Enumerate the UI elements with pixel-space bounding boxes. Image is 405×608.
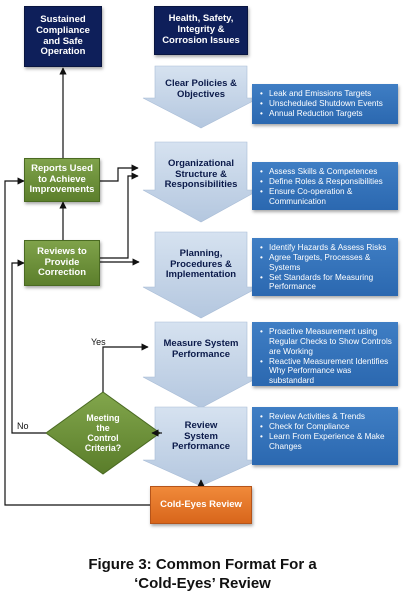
bullet: Assess Skills & Competences bbox=[260, 167, 392, 177]
panel-organizational-structure: Assess Skills & Competences Define Roles… bbox=[252, 162, 398, 210]
chevron-column bbox=[142, 65, 260, 487]
bullet: Check for Compliance bbox=[260, 422, 392, 432]
step-label-organizational-structure: Organizational Structure & Responsibilit… bbox=[164, 157, 238, 191]
panel-measure: Proactive Measurement using Regular Chec… bbox=[252, 322, 398, 386]
yes-label: Yes bbox=[91, 337, 106, 347]
panel-review: Review Activities & Trends Check for Com… bbox=[252, 407, 398, 465]
step-label-measure: Measure System Performance bbox=[163, 338, 239, 360]
bullet: Proactive Measurement using Regular Chec… bbox=[260, 327, 392, 357]
bullet: Agree Targets, Processes & Systems bbox=[260, 253, 392, 273]
health-safety-issues-box: Health, Safety, Integrity & Corrosion Is… bbox=[154, 6, 248, 55]
sustained-compliance-box: Sustained Compliance and Safe Operation bbox=[24, 6, 102, 67]
bullet: Review Activities & Trends bbox=[260, 412, 392, 422]
panel-planning: Identify Hazards & Assess Risks Agree Ta… bbox=[252, 238, 398, 296]
panel-clear-policies: Leak and Emissions Targets Unscheduled S… bbox=[252, 84, 398, 124]
cold-eyes-review-box: Cold-Eyes Review bbox=[150, 486, 252, 524]
step-label-planning: Planning, Procedures & Implementation bbox=[165, 247, 237, 281]
bullet: Unscheduled Shutdown Events bbox=[260, 99, 392, 109]
step-label-review: Review System Performance bbox=[171, 419, 231, 453]
no-label: No bbox=[17, 421, 29, 431]
bullet: Identify Hazards & Assess Risks bbox=[260, 243, 392, 253]
bullet: Leak and Emissions Targets bbox=[260, 89, 392, 99]
decision-text: Meeting the Control Criteria? bbox=[84, 412, 122, 454]
arrows bbox=[4, 67, 205, 506]
bullet: Ensure Co-operation & Communication bbox=[260, 187, 392, 207]
step-label-clear-policies: Clear Policies & Objectives bbox=[165, 78, 237, 100]
reports-box: Reports Used to Achieve Improvements bbox=[24, 158, 100, 202]
reviews-box: Reviews to Provide Correction bbox=[24, 240, 100, 286]
bullet: Learn From Experience & Make Changes bbox=[260, 432, 392, 452]
bullet: Set Standards for Measuring Performance bbox=[260, 273, 392, 293]
bullet: Reactive Measurement Identifies Why Perf… bbox=[260, 357, 392, 387]
bullet: Define Roles & Responsibilities bbox=[260, 177, 392, 187]
decision-diamond bbox=[45, 391, 161, 475]
bullet: Annual Reduction Targets bbox=[260, 109, 392, 119]
figure-caption: Figure 3: Common Format For a ‘Cold-Eyes… bbox=[88, 556, 317, 592]
